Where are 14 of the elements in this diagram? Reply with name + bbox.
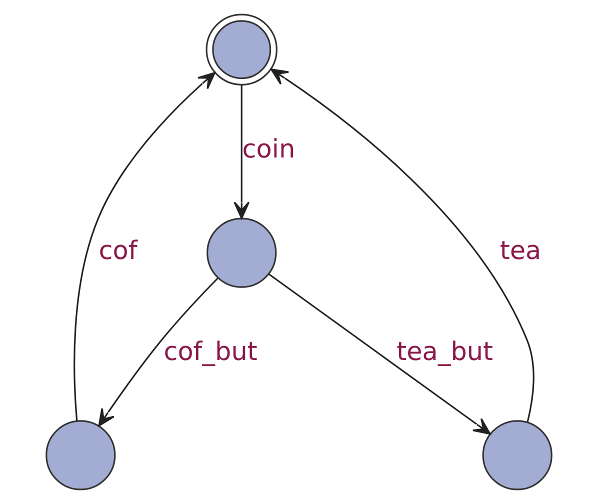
node-circle: [482, 420, 552, 490]
arrow: [233, 84, 250, 220]
arrow: [73, 72, 216, 422]
node-circle: [45, 420, 116, 490]
arrow: [270, 68, 534, 422]
edge-label: cof: [98, 236, 137, 266]
arrow: [98, 278, 218, 426]
node-circle: [206, 218, 276, 288]
edge-label: cof_but: [163, 337, 257, 368]
edge-label: coin: [242, 134, 295, 165]
edge-label: tea: [499, 236, 541, 266]
arrow: [268, 274, 490, 435]
edge-label: tea_but: [396, 337, 493, 368]
node-circle: [205, 14, 277, 86]
